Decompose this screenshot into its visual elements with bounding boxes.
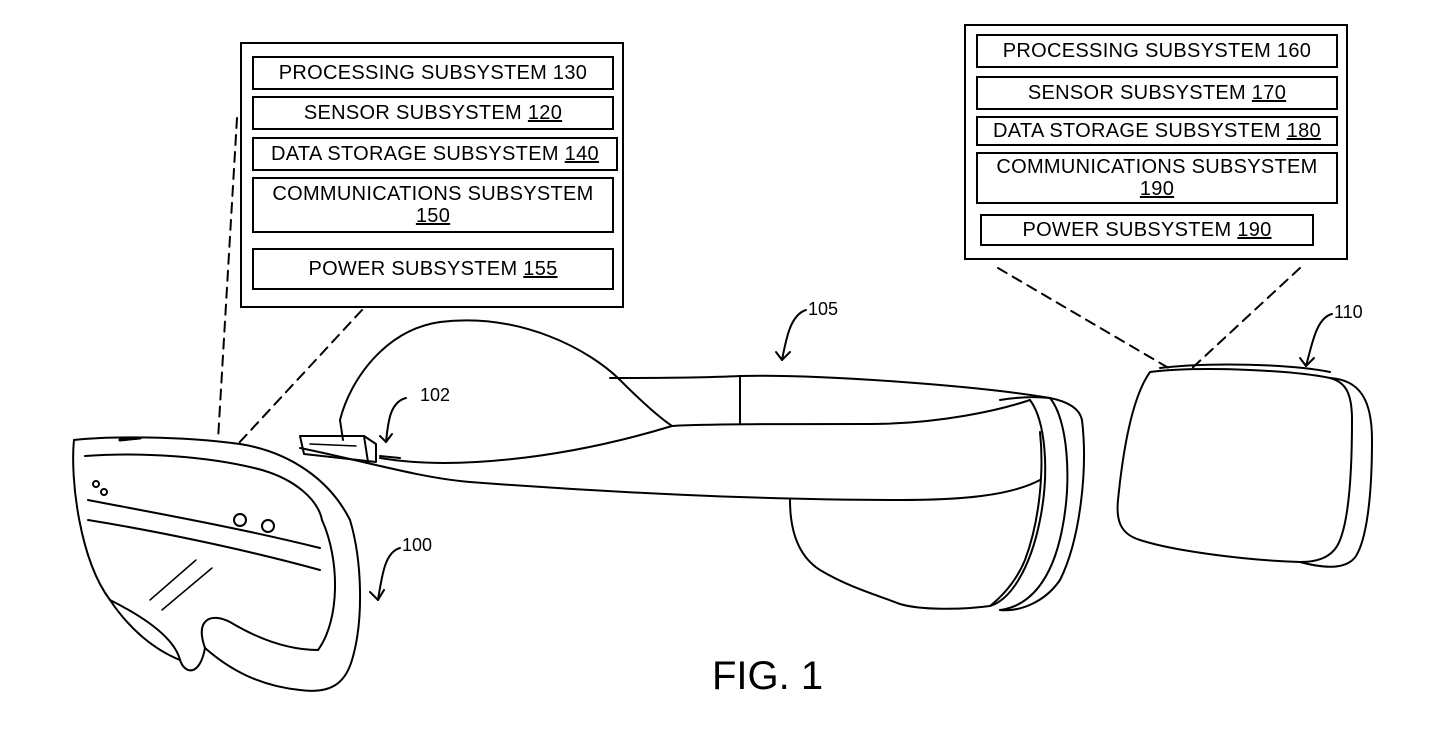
headband-upper-arc [339,319,741,441]
data-storage-subsystem-label: DATA STORAGE SUBSYSTEM [993,120,1287,142]
pack-reference-label: 110 [1334,302,1363,322]
data-storage-subsystem-label: DATA STORAGE SUBSYSTEM [271,143,565,165]
sensor-subsystem-box: SENSOR SUBSYSTEM 120 [252,96,614,130]
power-subsystem-label: POWER SUBSYSTEM [1022,219,1238,241]
leader-lines [217,117,1301,445]
power-subsystem-ref: 155 [523,258,558,280]
visor-reference-label: 100 [402,535,433,555]
communications-subsystem-ref: 150 [415,205,451,227]
compute-pack [1116,363,1373,568]
headband-strap [299,374,1083,501]
sensor-subsystem-label: SENSOR SUBSYSTEM [303,102,528,124]
data-storage-subsystem-box: DATA STORAGE SUBSYSTEM 140 [252,137,618,171]
communications-subsystem-box: COMMUNICATIONS SUBSYSTEM 190 [976,152,1338,204]
right-subsystem-panel: PROCESSING SUBSYSTEM 160 SENSOR SUBSYSTE… [964,24,1348,260]
power-subsystem-box: POWER SUBSYSTEM 190 [980,214,1314,246]
communications-subsystem-box: COMMUNICATIONS SUBSYSTEM 150 [252,177,614,233]
connector-reference-label: 102 [420,385,451,405]
sensor-subsystem-box: SENSOR SUBSYSTEM 170 [976,76,1338,110]
power-subsystem-ref: 190 [1237,219,1272,241]
figure-caption: FIG. 1 [712,654,824,698]
processing-subsystem-box: PROCESSING SUBSYSTEM 130 [252,56,614,90]
sensor-subsystem-ref: 170 [1251,82,1287,104]
left-subsystem-panel: PROCESSING SUBSYSTEM 130 SENSOR SUBSYSTE… [240,42,624,308]
communications-subsystem-ref: 190 [1139,178,1175,200]
data-storage-subsystem-ref: 140 [564,143,599,165]
communications-subsystem-label: COMMUNICATIONS SUBSYSTEM [996,156,1318,178]
power-subsystem-label: POWER SUBSYSTEM [308,258,524,280]
connector-clip [299,435,401,463]
power-subsystem-box: POWER SUBSYSTEM 155 [252,248,614,290]
sensor-subsystem-ref: 120 [527,102,563,124]
headband-reference-label: 105 [808,299,839,319]
processing-subsystem-label: PROCESSING SUBSYSTEM 160 [1002,40,1312,62]
visor [72,436,361,692]
rear-cradle [789,397,1085,612]
processing-subsystem-label: PROCESSING SUBSYSTEM 130 [278,62,588,84]
communications-subsystem-label: COMMUNICATIONS SUBSYSTEM [272,183,594,205]
sensor-subsystem-label: SENSOR SUBSYSTEM [1027,82,1252,104]
data-storage-subsystem-ref: 180 [1286,120,1321,142]
processing-subsystem-box: PROCESSING SUBSYSTEM 160 [976,34,1338,68]
reference-hooks [369,309,1333,601]
data-storage-subsystem-box: DATA STORAGE SUBSYSTEM 180 [976,116,1338,146]
